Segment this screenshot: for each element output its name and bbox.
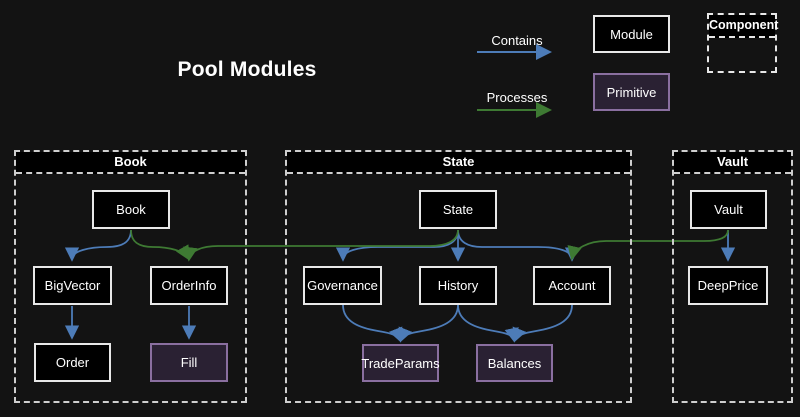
container-book: Book — [14, 150, 247, 403]
node-order-label: Order — [55, 355, 90, 370]
legend-primitive-label: Primitive — [606, 84, 657, 100]
node-vault: Vault — [690, 190, 767, 229]
legend-processes-label: Processes — [486, 90, 548, 105]
node-deepprice: DeepPrice — [688, 266, 768, 305]
node-balances: Balances — [476, 344, 553, 382]
node-balances-label: Balances — [487, 355, 542, 371]
legend-component-label: Component — [709, 15, 778, 38]
node-fill-label: Fill — [180, 355, 198, 370]
node-state: State — [419, 190, 497, 229]
legend-component-box: Component — [707, 13, 778, 73]
node-bigvector: BigVector — [33, 266, 112, 305]
node-state-label: State — [442, 202, 474, 217]
node-account-label: Account — [548, 278, 596, 293]
node-book: Book — [92, 190, 170, 229]
node-tradeparams: TradeParams — [361, 344, 440, 382]
node-vault-label: Vault — [714, 202, 743, 217]
container-vault-header: Vault — [674, 152, 791, 174]
node-order: Order — [34, 343, 111, 382]
legend-module-box: Module — [593, 15, 670, 53]
legend-primitive-box: Primitive — [593, 73, 670, 111]
container-vault: Vault — [672, 150, 793, 403]
node-history: History — [419, 266, 497, 305]
node-governance: Governance — [303, 266, 382, 305]
node-deepprice-label: DeepPrice — [697, 278, 759, 293]
node-orderinfo-label: OrderInfo — [161, 278, 217, 293]
container-state-header: State — [287, 152, 630, 174]
page-title: Pool Modules — [177, 58, 317, 81]
node-fill: Fill — [150, 343, 228, 382]
node-governance-label: Governance — [307, 278, 378, 293]
node-book-label: Book — [116, 202, 146, 217]
node-orderinfo: OrderInfo — [150, 266, 228, 305]
node-account: Account — [533, 266, 611, 305]
node-history-label: History — [437, 278, 479, 293]
container-book-header: Book — [16, 152, 245, 174]
node-bigvector-label: BigVector — [44, 278, 101, 293]
node-tradeparams-label: TradeParams — [361, 355, 440, 371]
legend-module-label: Module — [610, 26, 653, 42]
legend-contains-label: Contains — [491, 33, 543, 48]
container-state: State — [285, 150, 632, 403]
